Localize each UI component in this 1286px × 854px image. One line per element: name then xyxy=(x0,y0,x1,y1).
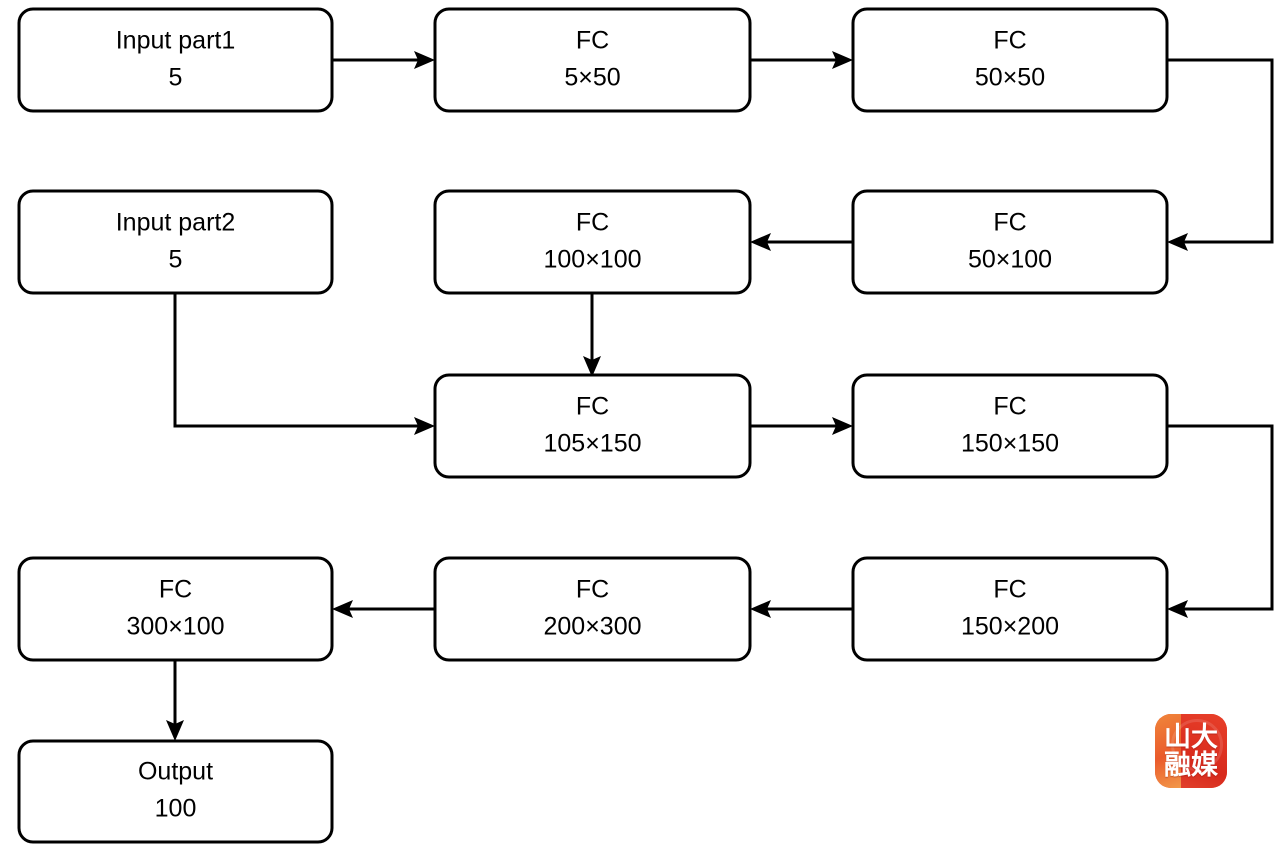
watermark-line1: 山大 xyxy=(1164,721,1218,753)
node-fc-50x100-label: FC xyxy=(993,209,1026,237)
node-fc-150x150-label: FC xyxy=(993,393,1026,421)
node-fc-200x300[interactable]: FC 200×300 xyxy=(433,556,752,662)
node-fc-200x300-value: 200×300 xyxy=(543,613,641,641)
node-input-part2-shape xyxy=(17,189,334,295)
node-fc-50x100[interactable]: FC 50×100 xyxy=(851,189,1169,295)
node-fc-5x50[interactable]: FC 5×50 xyxy=(433,7,752,113)
node-input-part1-label: Input part1 xyxy=(116,27,236,55)
edge-input2-to-fc5 xyxy=(173,294,435,435)
node-input-part1-value: 5 xyxy=(169,64,183,92)
node-fc-105x150-value: 105×150 xyxy=(543,430,641,458)
node-fc-100x100[interactable]: FC 100×100 xyxy=(433,189,752,295)
node-fc-300x100-shape xyxy=(17,556,334,662)
edge-fc8-to-fc9 xyxy=(332,600,435,618)
node-output[interactable]: Output 100 xyxy=(17,739,334,844)
edge-fc2-to-fc3 xyxy=(1167,58,1274,251)
node-fc-150x150-value: 150×150 xyxy=(961,430,1059,458)
node-fc-200x300-shape xyxy=(433,556,752,662)
node-output-label: Output xyxy=(138,758,213,786)
node-input-part2[interactable]: Input part2 5 xyxy=(17,189,334,295)
node-fc-100x100-value: 100×100 xyxy=(543,246,641,274)
node-fc-105x150-label: FC xyxy=(576,393,609,421)
node-fc-50x50-label: FC xyxy=(993,27,1026,55)
node-fc-5x50-value: 5×50 xyxy=(564,64,620,92)
node-fc-150x200-value: 150×200 xyxy=(961,613,1059,641)
node-fc-150x150-shape xyxy=(851,373,1169,479)
node-fc-5x50-shape xyxy=(433,7,752,113)
node-fc-150x200-shape xyxy=(851,556,1169,662)
node-fc-300x100-value: 300×100 xyxy=(126,613,224,641)
node-input-part1[interactable]: Input part1 5 xyxy=(17,7,334,113)
node-fc-300x100-label: FC xyxy=(159,576,192,604)
edge-fc6-to-fc7 xyxy=(1167,424,1274,618)
edge-fc1-to-fc2 xyxy=(750,51,853,69)
node-fc-50x50[interactable]: FC 50×50 xyxy=(851,7,1169,113)
node-input-part2-value: 5 xyxy=(169,246,183,274)
node-fc-150x200-label: FC xyxy=(993,576,1026,604)
edge-fc3-to-fc4 xyxy=(750,233,853,251)
node-input-part2-label: Input part2 xyxy=(116,209,236,237)
node-fc-50x50-value: 50×50 xyxy=(975,64,1045,92)
node-fc-50x100-value: 50×100 xyxy=(968,246,1052,274)
node-output-shape xyxy=(17,739,334,844)
edge-fc7-to-fc8 xyxy=(750,600,853,618)
watermark-logo: 山大 融媒 xyxy=(1155,714,1227,788)
watermark-line2: 融媒 xyxy=(1164,749,1218,781)
edge-fc4-to-fc5 xyxy=(583,294,601,377)
node-fc-50x100-shape xyxy=(851,189,1169,295)
watermark-text: 山大 融媒 xyxy=(1155,714,1227,788)
node-fc-50x50-shape xyxy=(851,7,1169,113)
node-output-value: 100 xyxy=(155,795,197,823)
node-fc-100x100-label: FC xyxy=(576,209,609,237)
node-fc-150x200[interactable]: FC 150×200 xyxy=(851,556,1169,662)
node-fc-150x150[interactable]: FC 150×150 xyxy=(851,373,1169,479)
edge-fc9-to-output xyxy=(166,661,184,741)
watermark-seal-ring xyxy=(1171,719,1223,771)
node-fc-105x150-shape xyxy=(433,373,752,479)
node-fc-200x300-label: FC xyxy=(576,576,609,604)
node-fc-5x50-label: FC xyxy=(576,27,609,55)
edge-input1-to-fc1 xyxy=(332,51,435,69)
node-fc-105x150[interactable]: FC 105×150 xyxy=(433,373,752,479)
node-fc-300x100[interactable]: FC 300×100 xyxy=(17,556,334,662)
node-fc-100x100-shape xyxy=(433,189,752,295)
node-input-part1-shape xyxy=(17,7,334,113)
edge-fc5-to-fc6 xyxy=(750,417,853,435)
